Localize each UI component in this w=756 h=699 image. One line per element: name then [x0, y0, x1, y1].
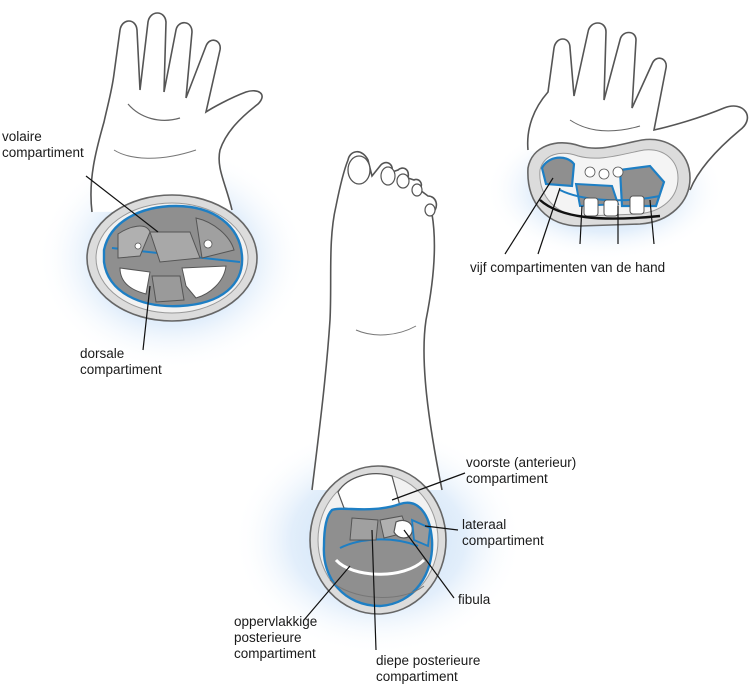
- hand-illustration: [485, 22, 749, 260]
- fibula-bone: [393, 519, 413, 539]
- foot-outline: [311, 150, 443, 491]
- leader-lines: [85, 175, 655, 651]
- forearm-illustration: [37, 12, 307, 370]
- leg-illustration: [233, 150, 523, 655]
- leader-oppervlakkige: [303, 565, 351, 621]
- hand-outline: [90, 12, 263, 213]
- leader-lateraal: [424, 525, 459, 531]
- leader-voorste: [391, 472, 466, 501]
- leader-diepe: [371, 529, 377, 651]
- label-vijf-compartimenten: vijf compartimenten van de hand: [470, 260, 666, 275]
- leader-fibula: [403, 529, 455, 599]
- leader-volaire: [85, 175, 159, 233]
- leader-dorsale: [142, 285, 151, 351]
- leader-vijf: [504, 177, 655, 255]
- label-voorste-compartiment: voorste (anterieur)compartiment: [466, 455, 577, 486]
- hand-fascia: [540, 156, 576, 188]
- label-fibula: fibula: [458, 592, 491, 607]
